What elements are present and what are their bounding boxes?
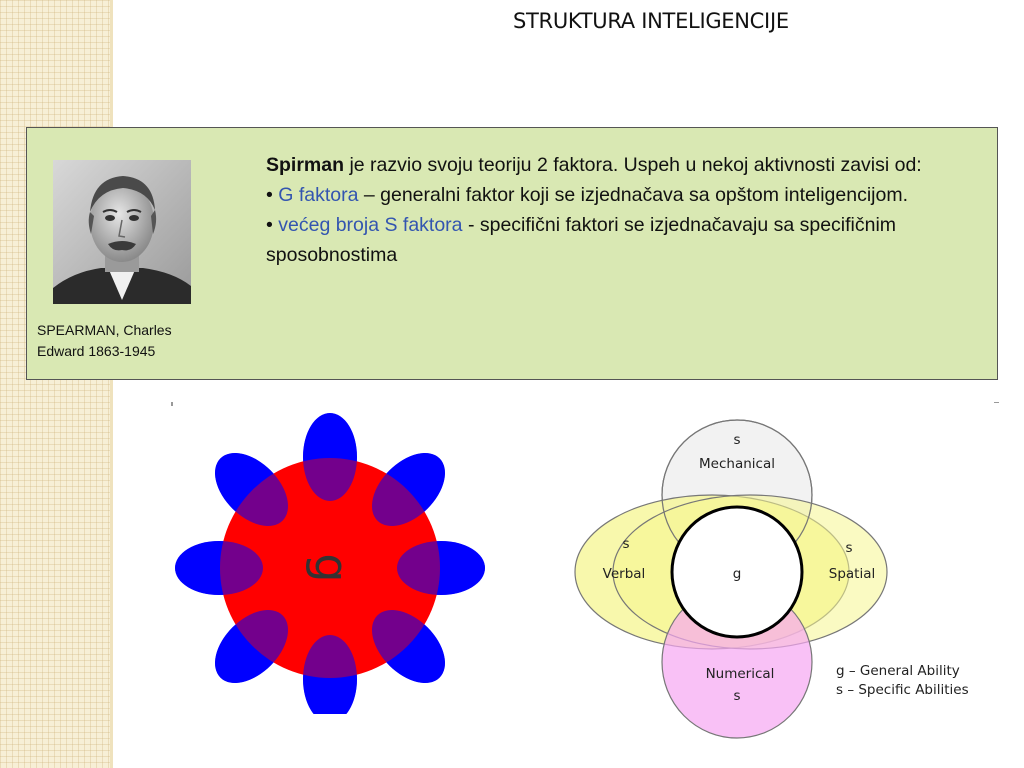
s-factor-term: većeg broja S faktora [278,214,463,236]
flower-petal-overlap [303,413,357,501]
flower-petal-overlap [371,609,445,683]
g-factor-text: – generalni faktor koji se izjednačava s… [358,184,908,206]
flower-petal-overlap [215,609,289,683]
flower-petal-overlap [397,541,485,595]
flower-diagram: g [175,413,485,714]
divider-tick-left [171,402,173,406]
venn-center-label: g [733,566,742,582]
venn-bottom-label: Numerical [706,666,775,682]
venn-center-circle [670,505,804,639]
flower-center-label: g [305,553,359,582]
caption-name: SPEARMAN, Charles [37,322,172,338]
venn-left-label: Verbal [603,566,646,582]
spearman-portrait [53,160,191,304]
g-factor-term: G faktora [278,184,359,206]
venn-bottom-s: s [733,688,740,704]
flower-petals [175,413,485,714]
bullet-marker: • [266,184,279,206]
info-panel: SPEARMAN, Charles Edward 1863-1945 Spirm… [26,127,998,380]
venn-right-label: Spatial [829,566,875,582]
bullet-marker: • [266,214,279,236]
venn-legend-g: g – General Ability [836,663,960,679]
intro-paragraph: Spirman je razvio svoju teoriju 2 faktor… [266,150,986,180]
divider-tick-right [994,402,999,403]
intro-name: Spirman [266,154,345,176]
s-factor-text: - specifični faktori se izjednačavaju sa… [266,214,897,266]
venn-top-label: Mechanical [699,456,775,472]
venn-diagram: s Mechanical s Verbal s Spatial g Numeri… [574,419,969,739]
flower-petal-overlap [303,635,357,714]
side-pattern-strip [0,0,113,768]
venn-left-s: s [622,536,629,552]
venn-legend-s: s – Specific Abilities [836,682,969,698]
flower-petal-overlap [371,453,445,527]
slide-title: STRUKTURA INTELIGENCIJE [513,9,789,33]
venn-top-s: s [733,432,740,448]
caption-dates: Edward 1863-1945 [37,343,156,359]
portrait-caption: SPEARMAN, Charles Edward 1863-1945 [37,320,237,362]
bullet-g-factor: • G faktora – generalni faktor koji se i… [266,180,986,210]
bullet-s-factors: • većeg broja S faktora - specifični fak… [266,210,986,270]
venn-right-s: s [845,540,852,556]
venn-ellipses [574,419,888,739]
intro-text: je razvio svoju teoriju 2 faktora. Uspeh… [344,154,922,176]
theory-description: Spirman je razvio svoju teoriju 2 faktor… [266,150,986,270]
flower-petal-overlap [215,453,289,527]
flower-petal-overlap [175,541,263,595]
